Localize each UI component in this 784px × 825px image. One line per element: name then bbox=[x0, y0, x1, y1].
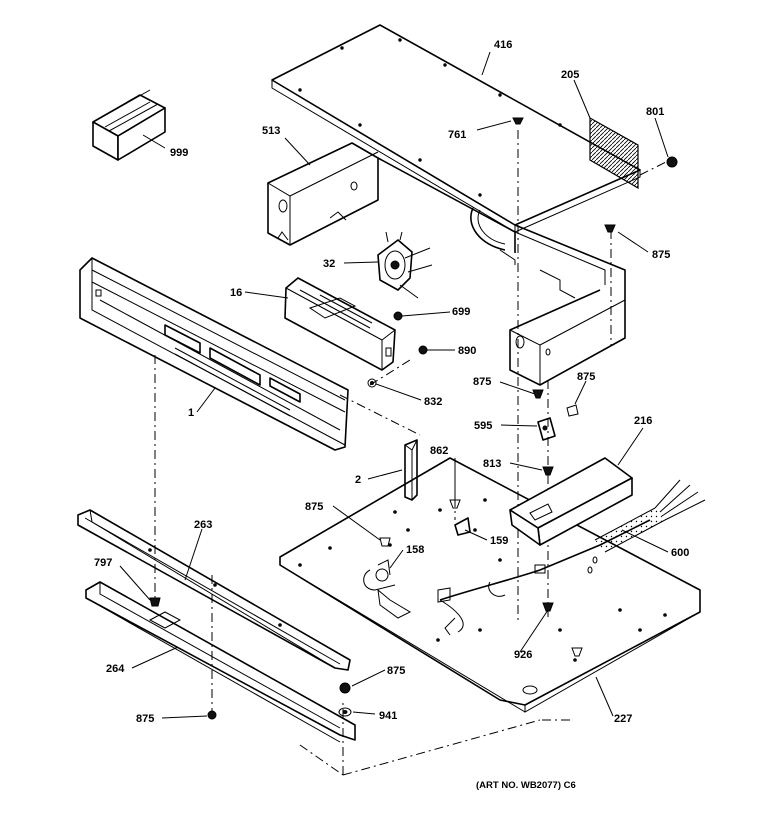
callout-416: 416 bbox=[494, 39, 512, 51]
part-801-screw bbox=[666, 156, 678, 168]
callout-600: 600 bbox=[671, 547, 689, 559]
part-158-sensor bbox=[377, 559, 391, 576]
callout-227: 227 bbox=[614, 713, 632, 725]
callout-16: 16 bbox=[230, 287, 242, 299]
callout-797: 797 bbox=[94, 557, 112, 569]
callout-699: 699 bbox=[452, 306, 470, 318]
misc-screws bbox=[379, 389, 583, 657]
leader-lines bbox=[119, 51, 669, 719]
callout-761: 761 bbox=[448, 129, 466, 141]
part-875-screw-a bbox=[604, 224, 616, 233]
part-416-top-cover bbox=[271, 24, 641, 233]
part-832-screw bbox=[367, 378, 377, 388]
part-999-kit-box bbox=[92, 89, 166, 161]
art-number-caption: (ART NO. WB2077) C6 bbox=[476, 780, 576, 791]
part-227-bottom-tray bbox=[279, 457, 701, 713]
callout-862: 862 bbox=[430, 445, 448, 457]
callout-941: 941 bbox=[379, 710, 397, 722]
part-797-screw bbox=[149, 597, 161, 607]
callout-2: 2 bbox=[355, 474, 361, 486]
callout-595: 595 bbox=[474, 420, 492, 432]
part-595-clamp bbox=[537, 417, 556, 441]
callout-813: 813 bbox=[483, 458, 501, 470]
callout-264: 264 bbox=[106, 663, 125, 675]
callout-875-tray: 875 bbox=[305, 501, 323, 513]
part-159-clip bbox=[454, 517, 471, 536]
callout-875-lower: 875 bbox=[387, 665, 405, 677]
part-263-trim bbox=[77, 509, 351, 671]
part-32-fan-motor bbox=[377, 231, 433, 299]
part-2-bracket bbox=[404, 439, 418, 501]
part-761-screw bbox=[512, 117, 524, 125]
callout-875-top: 875 bbox=[652, 249, 670, 261]
part-699-screw bbox=[393, 311, 403, 321]
part-264-lower-trim bbox=[85, 581, 356, 743]
cabinet-frame bbox=[377, 157, 626, 386]
part-513-side-panel bbox=[267, 142, 379, 246]
callout-926: 926 bbox=[514, 649, 532, 661]
callout-875-left: 875 bbox=[136, 713, 154, 725]
callout-890: 890 bbox=[458, 345, 476, 357]
callout-205: 205 bbox=[561, 69, 579, 81]
part-600-wire-harness bbox=[437, 479, 706, 636]
callout-158: 158 bbox=[406, 544, 424, 556]
callout-labels: 416 205 801 999 513 761 32 875 16 699 89… bbox=[94, 39, 689, 725]
callout-1: 1 bbox=[188, 407, 194, 419]
part-890-screw bbox=[418, 345, 428, 355]
part-1-control-panel bbox=[79, 257, 349, 451]
callout-513: 513 bbox=[262, 125, 280, 137]
part-875-screw-left bbox=[207, 710, 217, 720]
part-941-washer bbox=[338, 707, 352, 717]
callout-875-mid: 875 bbox=[473, 376, 491, 388]
callout-875-right: 875 bbox=[577, 371, 595, 383]
callout-159: 159 bbox=[490, 535, 508, 547]
callout-832: 832 bbox=[424, 396, 442, 408]
part-216-terminal-cover bbox=[509, 457, 633, 546]
callout-999: 999 bbox=[170, 147, 188, 159]
part-205-vent-screen bbox=[589, 116, 639, 190]
part-16-control-board bbox=[284, 277, 396, 371]
callout-801: 801 bbox=[646, 106, 664, 118]
part-875-screw-bottom bbox=[339, 682, 351, 694]
callout-216: 216 bbox=[634, 415, 652, 427]
callout-32: 32 bbox=[323, 258, 335, 270]
callout-263: 263 bbox=[194, 519, 212, 531]
